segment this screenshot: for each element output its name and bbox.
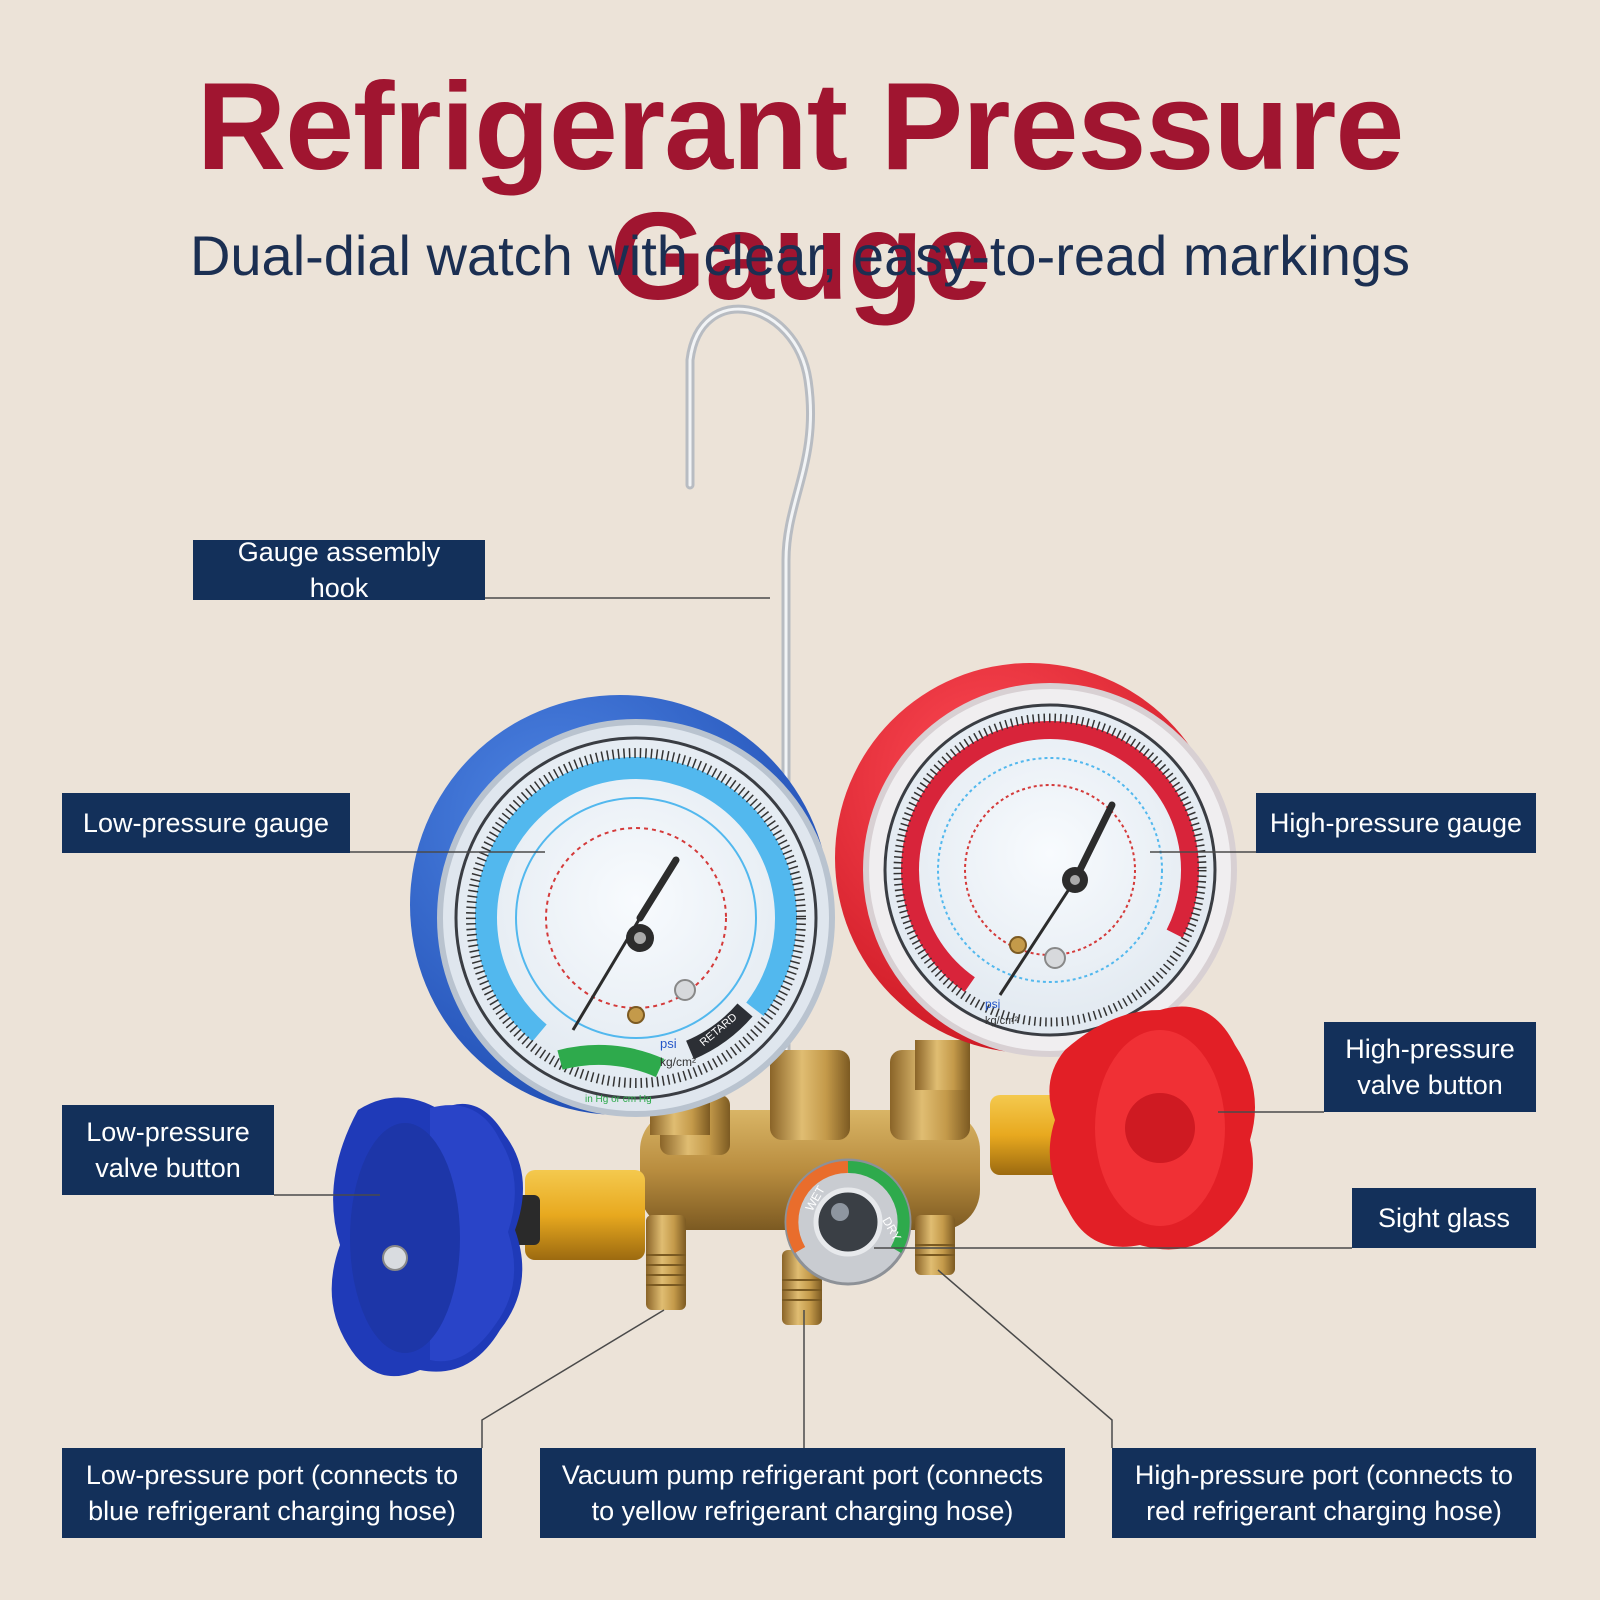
label-vacuum-port: Vacuum pump refrigerant port (connects t…: [540, 1448, 1065, 1538]
label-high-pressure-valve: High-pressure valve button: [1324, 1022, 1536, 1112]
label-high-pressure-gauge: High-pressure gauge: [1256, 793, 1536, 853]
label-low-pressure-valve: Low-pressure valve button: [62, 1105, 274, 1195]
high-pressure-gauge: psi kg/cm²: [835, 663, 1237, 1090]
low-units-text: psi: [660, 1036, 677, 1051]
label-low-pressure-gauge: Low-pressure gauge: [62, 793, 350, 853]
high-valve-knob: [1049, 1006, 1255, 1250]
label-high-valve-text: High-pressure valve button: [1345, 1034, 1515, 1100]
label-high-port-text: High-pressure port (connects to red refr…: [1134, 1460, 1514, 1526]
high-units-text: psi: [985, 997, 1000, 1011]
low-pressure-gauge: RETARD psi kg/cm² in Hg or cm Hg: [410, 695, 835, 1135]
label-low-valve-text: Low-pressure valve button: [86, 1117, 250, 1183]
label-sight-glass-text: Sight glass: [1377, 1203, 1511, 1233]
label-low-port-text: Low-pressure port (connects to blue refr…: [85, 1460, 459, 1526]
page-title: Refrigerant Pressure Gauge: [196, 58, 1405, 326]
low-valve-knob: [331, 1097, 540, 1377]
page-subtitle: Dual-dial watch with clear, easy-to-read…: [189, 224, 1411, 287]
label-hook-text: Gauge assembly hook: [237, 537, 441, 603]
low-units2-text: kg/cm²: [660, 1055, 696, 1069]
label-vacuum-port-text: Vacuum pump refrigerant port (connects t…: [561, 1460, 1044, 1526]
low-vac-text: in Hg or cm Hg: [585, 1094, 652, 1105]
label-high-gauge-text: High-pressure gauge: [1269, 808, 1523, 838]
label-sight-glass: Sight glass: [1352, 1188, 1536, 1248]
label-low-pressure-port: Low-pressure port (connects to blue refr…: [62, 1448, 482, 1538]
label-low-gauge-text: Low-pressure gauge: [82, 808, 330, 838]
low-valve-nut: [525, 1170, 645, 1260]
label-gauge-assembly-hook: Gauge assembly hook: [193, 537, 485, 603]
high-units2-text: kg/cm²: [985, 1015, 1018, 1027]
leader-lines: [274, 597, 1352, 1448]
label-high-pressure-port: High-pressure port (connects to red refr…: [1112, 1448, 1536, 1538]
low-port-fitting: [646, 1215, 686, 1310]
sight-glass: WET DRY: [784, 1158, 912, 1286]
